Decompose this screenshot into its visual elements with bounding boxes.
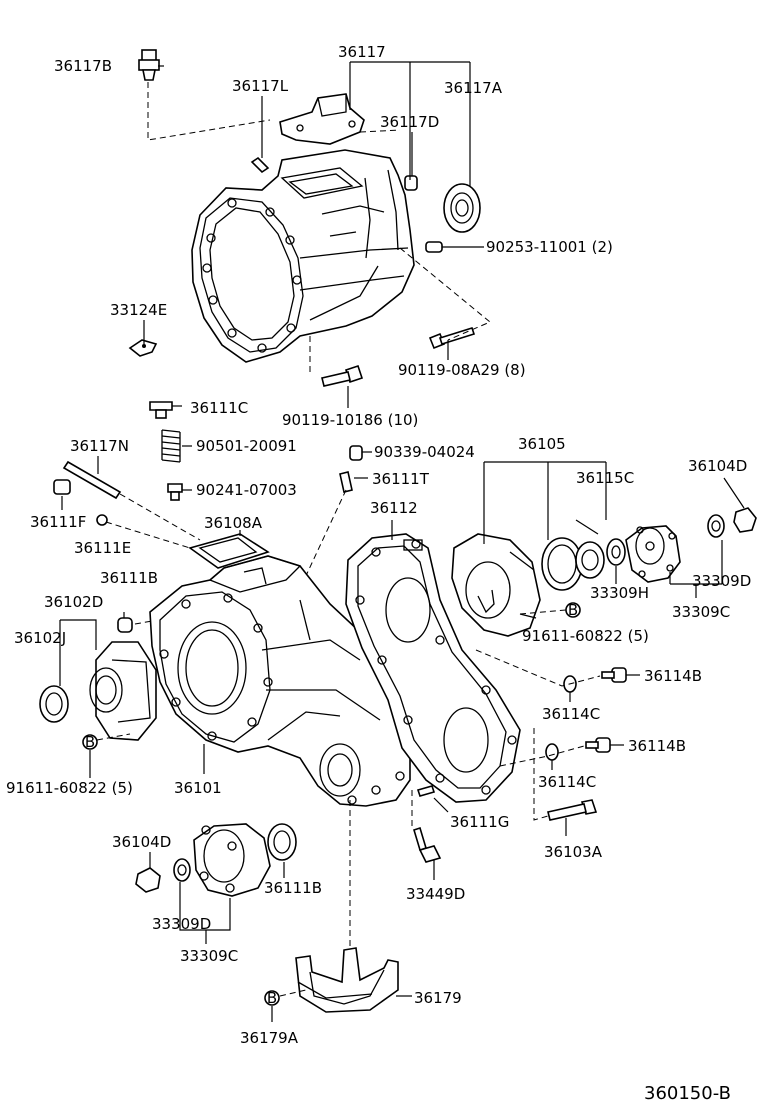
label-36117N: 36117N [70, 437, 129, 455]
clip-33124E [128, 339, 158, 357]
bolt-36111F [53, 479, 71, 495]
bolt-36114B-upper [601, 667, 627, 683]
bolt-33449D [413, 826, 442, 863]
label-36101: 36101 [174, 779, 222, 797]
label-36114B-upper: 36114B [644, 667, 702, 685]
label-36105: 36105 [518, 435, 566, 453]
switch-36117B [138, 49, 160, 81]
seal-36111B-lower [267, 823, 297, 861]
label-36108A: 36108A [204, 514, 263, 532]
washer-33309D-left [173, 858, 191, 882]
extension-housing-36117 [191, 149, 415, 363]
spring-90501 [161, 429, 181, 463]
label-36102D: 36102D [44, 593, 103, 611]
label-33309C-left: 33309C [180, 947, 238, 965]
top-cover-boss [279, 93, 365, 145]
label-90241-07003: 90241-07003 [196, 481, 297, 499]
bearing-36117A [443, 183, 481, 233]
bolt-36103A [547, 799, 598, 821]
label-36111F: 36111F [30, 513, 86, 531]
label-33449D: 33449D [406, 885, 465, 903]
label-90119-08A29: 90119-08A29 (8) [398, 361, 526, 379]
label-91611-60822-right: 91611-60822 (5) [522, 627, 649, 645]
label-90339-04024: 90339-04024 [374, 443, 475, 461]
label-36111T: 36111T [372, 470, 430, 488]
label-36112: 36112 [370, 499, 418, 517]
bolt-91611-right: B [565, 601, 581, 619]
pin-90253 [425, 241, 443, 253]
plug-36111B-upper [117, 617, 133, 633]
plug-90339 [349, 445, 363, 461]
label-36102J: 36102J [14, 629, 66, 647]
bracket-36179 [295, 947, 399, 1013]
label-90253-11001: 90253-11001 (2) [486, 238, 613, 256]
label-36104D-left: 36104D [112, 833, 171, 851]
label-36111B-lower: 36111B [264, 879, 322, 897]
label-36117D: 36117D [380, 113, 439, 131]
pin-36111G [416, 785, 436, 797]
label-36111G: 36111G [450, 813, 509, 831]
label-33309D-right: 33309D [692, 572, 751, 590]
washer-33309D-right [707, 514, 725, 538]
label-36115C: 36115C [576, 469, 634, 487]
nut-36104D-right [733, 507, 757, 533]
label-36114B-lower: 36114B [628, 737, 686, 755]
gasket-36108A [188, 533, 270, 569]
label-36117L: 36117L [232, 77, 289, 95]
cover-36102D [89, 641, 157, 741]
rod-36117N [62, 460, 122, 500]
label-36117: 36117 [338, 43, 386, 61]
label-36111C: 36111C [190, 399, 248, 417]
label-90501-20091: 90501-20091 [196, 437, 297, 455]
ring-36111E [96, 514, 108, 526]
plug-90241 [167, 483, 183, 501]
seal-36102J [39, 685, 69, 723]
flange-33309C-left [193, 823, 271, 897]
label-36179A: 36179A [240, 1029, 299, 1047]
label-36179: 36179 [414, 989, 462, 1007]
label-36111E: 36111E [74, 539, 131, 557]
label-90119-10186: 90119-10186 (10) [282, 411, 418, 429]
label-33124E: 33124E [110, 301, 167, 319]
bolt-marker-left: B [85, 733, 95, 751]
label-36111B-upper: 36111B [100, 569, 158, 587]
label-33309H: 33309H [590, 584, 649, 602]
label-36114C-upper: 36114C [542, 705, 600, 723]
label-36117B: 36117B [54, 57, 112, 75]
bolt-marker-right: B [568, 601, 578, 619]
bolt-36179A: B [264, 989, 280, 1007]
flange-33309C-right [625, 525, 681, 583]
bolt-90119-10186 [321, 364, 364, 387]
nut-36104D-left [135, 867, 161, 893]
label-36114C-lower: 36114C [538, 773, 596, 791]
plug-36111C [149, 401, 173, 419]
bolt-91611-left: B [82, 733, 98, 751]
label-91611-60822-left: 91611-60822 (5) [6, 779, 133, 797]
bolt-36114B-lower [585, 737, 611, 753]
label-33309C-right: 33309C [672, 603, 730, 621]
pin-36111T [339, 471, 353, 493]
plug-36117D [404, 175, 418, 191]
label-33309D-left: 33309D [152, 915, 211, 933]
washer-36114C-lower [545, 743, 559, 761]
washer-33309H [606, 538, 626, 566]
label-36103A: 36103A [544, 843, 603, 861]
pin-36117L [250, 156, 270, 174]
label-36117A: 36117A [444, 79, 503, 97]
rear-cover-36105 [451, 533, 541, 637]
diagram-code: 360150-B [644, 1083, 731, 1104]
label-36104D-right: 36104D [688, 457, 747, 475]
bearing-36115C [575, 541, 605, 579]
transfer-case-front-36101 [149, 555, 411, 807]
bolt-marker-bottom: B [267, 989, 277, 1007]
bolt-90119-08A29 [428, 327, 476, 350]
